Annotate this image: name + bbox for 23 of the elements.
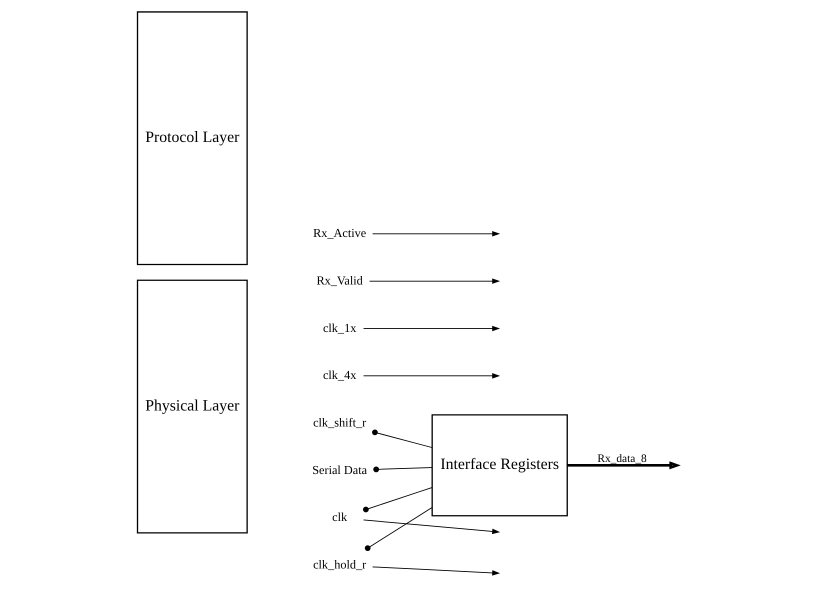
node-box: Interface Registers: [431, 414, 568, 516]
node-text: Serial Data: [312, 462, 367, 477]
node-text: clk_shift_r: [312, 415, 366, 430]
node-text: Rx_Active: [312, 226, 366, 240]
connector: [372, 466, 432, 472]
node-text: clk_4x: [322, 368, 356, 382]
node-box: Physical Layer: [136, 280, 248, 534]
connector: [372, 429, 432, 448]
node-text: clk: [332, 510, 347, 524]
arrow: [372, 231, 500, 237]
connector: [362, 487, 432, 512]
node-text: clk_hold_r: [312, 558, 366, 572]
node-text: Rx_Valid: [316, 273, 362, 288]
arrow: [362, 373, 500, 379]
node-box: Protocol Layer: [136, 11, 248, 266]
connector: [364, 507, 432, 552]
edge-label: Rx_data_8: [596, 453, 646, 466]
arrow: [362, 326, 500, 332]
node-text: clk_1x: [322, 320, 356, 335]
arrow: [372, 566, 500, 576]
arrow: [368, 278, 500, 284]
arrow: [362, 520, 500, 534]
arrow: [566, 461, 680, 470]
